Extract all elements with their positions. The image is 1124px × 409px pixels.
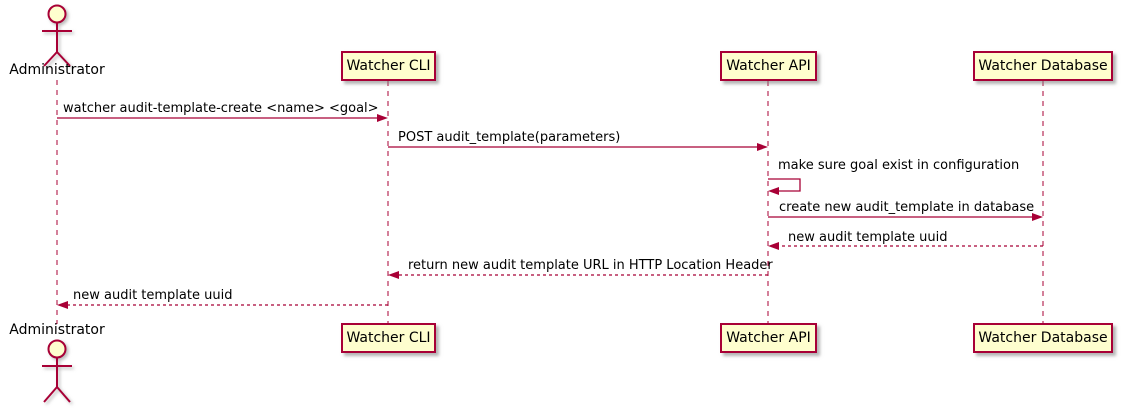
message-arrow-6 (388, 271, 768, 279)
message-label-6: return new audit template URL in HTTP Lo… (408, 258, 773, 273)
message-label-4: create new audit_template in database (779, 200, 1035, 215)
participant-box-watcher-cli-bottom: Watcher CLI (341, 323, 436, 353)
message-arrow-1 (57, 114, 388, 122)
message-self-loop-3 (768, 178, 801, 195)
participant-box-watcher-api-top: Watcher API (720, 51, 817, 81)
message-arrow-2 (388, 143, 768, 151)
message-arrow-4 (768, 213, 1043, 221)
actor-label-administrator-top: Administrator (9, 62, 105, 78)
actor-label-administrator-bottom: Administrator (9, 322, 105, 338)
actor-icon-bottom (42, 339, 72, 403)
actor-icon-top (42, 4, 72, 67)
message-label-1: watcher audit-template-create <name> <go… (63, 101, 379, 116)
message-label-2: POST audit_template(parameters) (398, 130, 621, 145)
message-label-7: new audit template uuid (73, 288, 233, 303)
participant-box-watcher-database-bottom: Watcher Database (973, 323, 1113, 353)
message-arrow-7 (57, 301, 388, 309)
message-arrow-5 (768, 242, 1043, 250)
participant-box-watcher-database-top: Watcher Database (973, 51, 1113, 81)
participant-box-watcher-cli-top: Watcher CLI (341, 51, 436, 81)
message-label-5: new audit template uuid (788, 230, 948, 245)
message-label-3: make sure goal exist in configuration (778, 158, 1020, 173)
participant-box-watcher-api-bottom: Watcher API (720, 323, 817, 353)
